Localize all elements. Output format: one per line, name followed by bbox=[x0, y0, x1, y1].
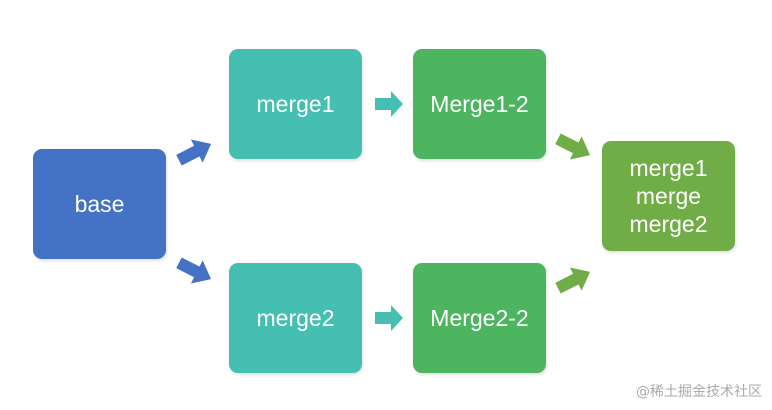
arrow-merge1-to-merge1-2 bbox=[375, 91, 403, 117]
arrow-base-to-merge2 bbox=[176, 257, 212, 284]
arrow-merge1-2-to-result bbox=[555, 133, 591, 160]
arrow-base-to-merge1 bbox=[176, 139, 212, 166]
node-merge2: merge2 bbox=[229, 263, 362, 373]
arrow-merge2-2-to-result bbox=[555, 267, 591, 294]
node-merge2-2-label: Merge2-2 bbox=[430, 305, 529, 331]
node-merge1-2: Merge1-2 bbox=[413, 49, 546, 159]
node-result-line-3: merge2 bbox=[629, 211, 708, 237]
node-merge2-2: Merge2-2 bbox=[413, 263, 546, 373]
arrow-merge2-to-merge2-2 bbox=[375, 305, 403, 331]
node-merge1-label: merge1 bbox=[256, 91, 335, 117]
node-result-line-1: merge1 bbox=[629, 155, 708, 181]
watermark-text: @稀土掘金技术社区 bbox=[636, 384, 762, 400]
node-result-line-2: merge bbox=[635, 183, 702, 209]
node-base: base bbox=[33, 149, 166, 259]
node-result: merge1 merge merge2 bbox=[602, 141, 735, 251]
node-merge1-2-label: Merge1-2 bbox=[430, 91, 529, 117]
node-merge1: merge1 bbox=[229, 49, 362, 159]
node-base-label: base bbox=[74, 191, 125, 217]
node-merge2-label: merge2 bbox=[256, 305, 335, 331]
